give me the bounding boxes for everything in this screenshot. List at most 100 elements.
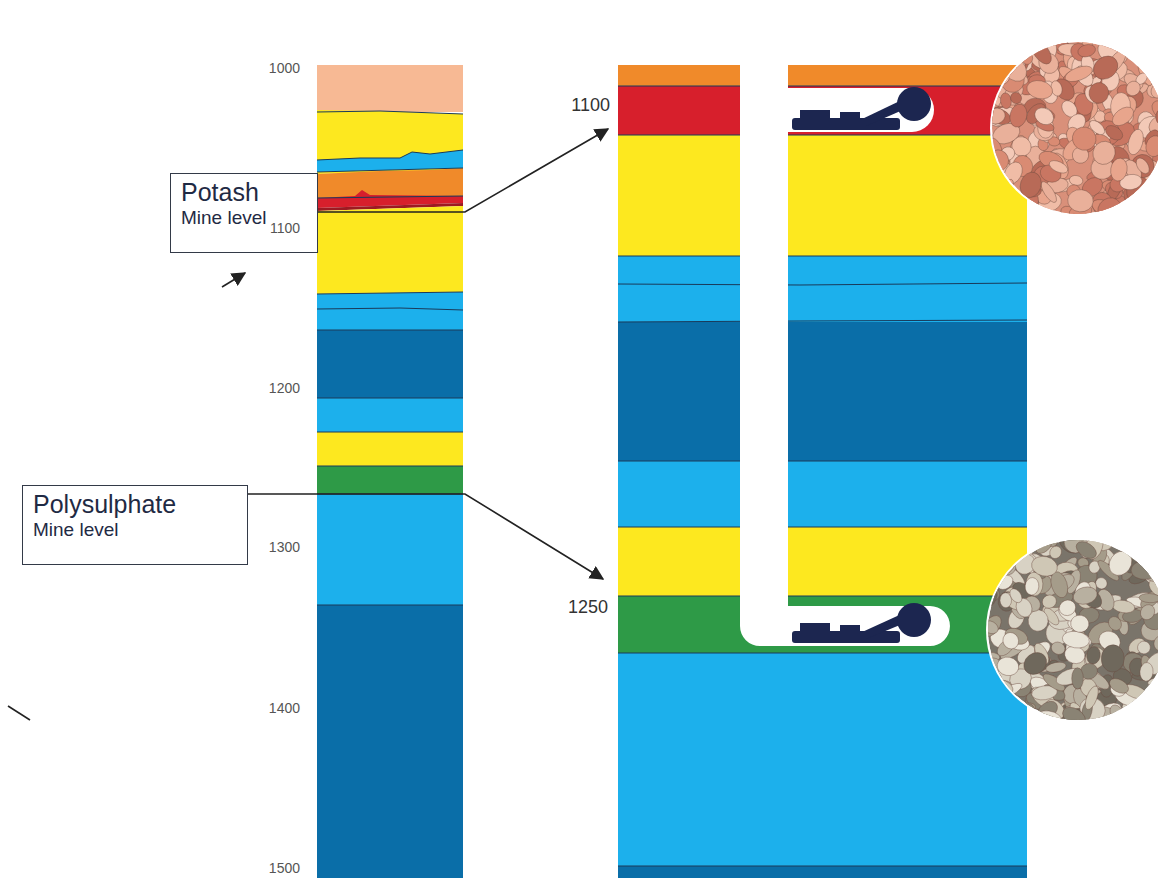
level-title: Polysulphate <box>33 490 237 519</box>
pebble <box>1157 572 1158 588</box>
mine-tunnel <box>788 88 934 132</box>
pebble <box>1083 684 1101 711</box>
pebble <box>1141 194 1158 216</box>
pebble <box>999 556 1017 576</box>
pebble <box>1059 703 1089 730</box>
pebble <box>1107 703 1125 723</box>
pebble <box>1104 547 1136 580</box>
pebble <box>1047 158 1069 176</box>
pebble <box>1033 709 1063 730</box>
pebble <box>1068 122 1101 154</box>
pebble <box>1144 30 1158 55</box>
pebble <box>1139 593 1158 603</box>
pebble <box>1022 52 1033 65</box>
pebble <box>1001 199 1032 230</box>
pebble <box>1067 189 1094 213</box>
pebble <box>1132 709 1154 732</box>
leader-line <box>8 129 608 720</box>
pebble <box>996 191 1027 221</box>
pebble <box>1085 645 1102 665</box>
pebble <box>1107 676 1131 697</box>
potash-sample-photo <box>977 30 1158 231</box>
pebble <box>972 574 1002 604</box>
pebble <box>978 549 1000 571</box>
pebble <box>1142 529 1158 557</box>
pebble <box>1073 538 1099 562</box>
depth-label: 1100 <box>230 220 300 236</box>
pebble <box>981 618 1001 636</box>
pebble <box>1024 703 1037 722</box>
pebble <box>992 201 1017 220</box>
pebble <box>1002 709 1017 723</box>
pebble <box>1135 639 1153 657</box>
pebble <box>976 701 1007 732</box>
pebble <box>1138 602 1158 623</box>
pebble <box>1103 123 1125 144</box>
pebble <box>1141 62 1158 73</box>
pebble <box>1010 36 1032 54</box>
pebble <box>1106 614 1124 633</box>
pebble <box>991 549 1019 578</box>
pebble <box>1139 662 1154 682</box>
pebble <box>1155 546 1158 575</box>
pebble <box>996 680 1024 701</box>
pebble <box>1008 90 1024 106</box>
pebble <box>983 159 1000 180</box>
pebble <box>1008 102 1030 129</box>
right-strata-column <box>618 60 1027 878</box>
left-strata-column <box>317 65 463 878</box>
pebble <box>1151 30 1158 52</box>
depth-label: 1300 <box>230 539 300 555</box>
pebble <box>1071 584 1099 606</box>
pebble <box>985 106 1007 126</box>
pebble <box>994 680 1016 708</box>
pebble <box>978 565 1004 588</box>
pebble <box>1144 134 1158 159</box>
pebble <box>1152 633 1158 653</box>
pebble <box>1109 157 1129 182</box>
pebble <box>1111 599 1136 615</box>
pebble <box>1089 51 1123 84</box>
pebble <box>1155 44 1158 57</box>
pebble <box>1072 668 1084 689</box>
pebble <box>1054 665 1086 689</box>
mine-level-box: PolysulphateMine level <box>22 485 248 565</box>
pebble <box>993 527 1023 554</box>
pebble <box>985 174 1004 200</box>
mining-machine <box>792 87 931 130</box>
pebble <box>996 177 1017 208</box>
depth-label: 1250 <box>540 597 608 618</box>
pebble <box>1025 78 1054 101</box>
pebble <box>1000 703 1025 726</box>
pebble <box>1040 593 1058 611</box>
pebble <box>1000 630 1021 652</box>
pebble <box>1132 193 1157 220</box>
mine-level-box: PotashMine level <box>170 173 318 253</box>
pebble <box>1069 174 1084 186</box>
pebble <box>1093 193 1126 227</box>
depth-label: 1000 <box>230 60 300 76</box>
level-subtitle: Mine level <box>33 519 237 542</box>
pebble <box>982 157 1000 184</box>
pebble <box>1032 104 1057 128</box>
level-title: Potash <box>181 178 307 207</box>
pebble <box>1006 704 1030 729</box>
pebble <box>1030 554 1060 579</box>
pebble <box>1014 42 1035 57</box>
pebble <box>1133 156 1151 176</box>
pebble <box>1113 530 1136 550</box>
pebble <box>1136 549 1157 563</box>
pebble <box>1000 92 1013 109</box>
mining-machine <box>792 603 931 643</box>
pebble <box>1027 37 1055 68</box>
pebble <box>1076 43 1096 59</box>
pebble <box>1034 698 1061 724</box>
pebble <box>1127 702 1146 718</box>
pebble <box>1150 699 1158 727</box>
pebble <box>1034 35 1053 49</box>
pebble <box>1123 78 1143 98</box>
pebble <box>979 34 1002 53</box>
pebble <box>1156 662 1158 688</box>
pebble <box>984 35 997 57</box>
